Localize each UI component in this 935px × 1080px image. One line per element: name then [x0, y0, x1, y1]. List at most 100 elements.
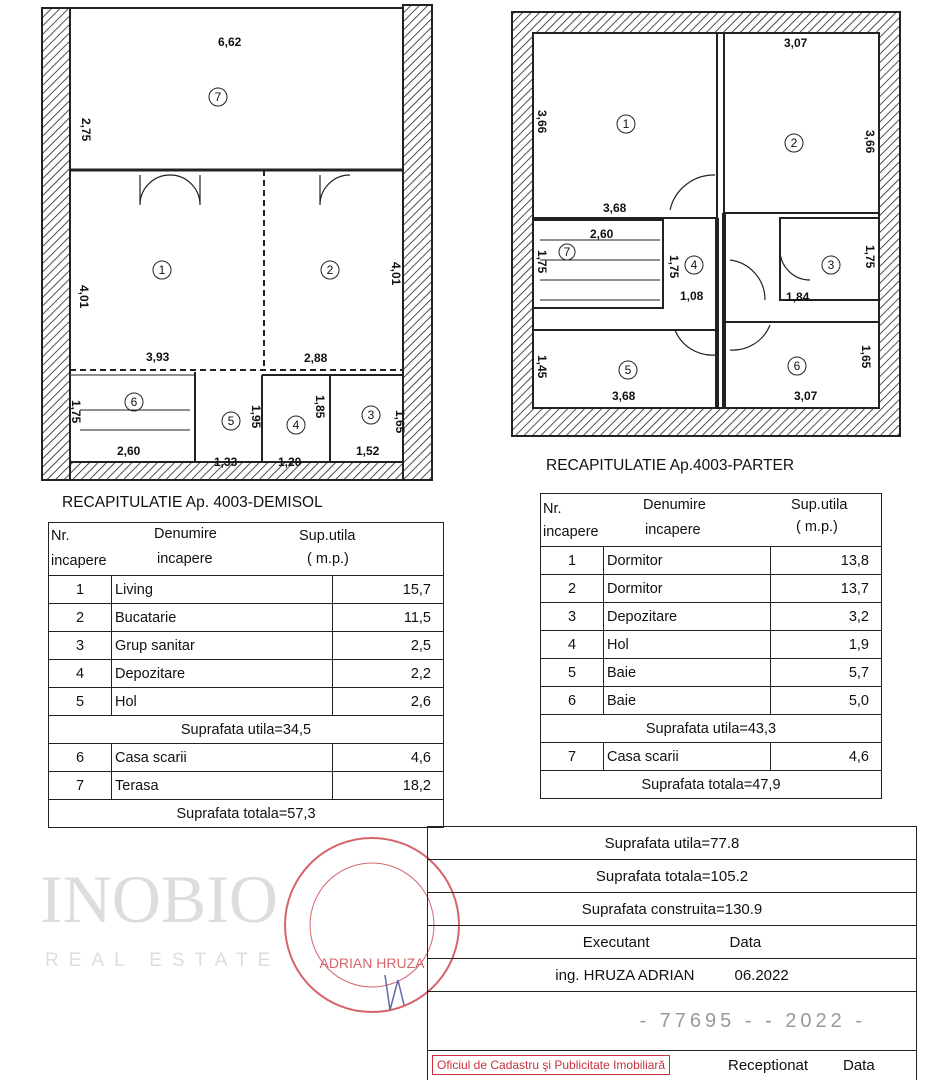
room-number: 1	[159, 263, 166, 277]
dim-label: 1,95	[249, 405, 263, 429]
room-area: 2,6	[332, 687, 444, 716]
room-nr: 4	[48, 659, 112, 688]
wall-left	[41, 7, 71, 481]
total: Suprafata totala=57,3	[48, 799, 444, 828]
dim-label: 1,75	[69, 400, 83, 424]
header-area: ( m.p.)	[796, 519, 838, 535]
header-name: Denumire	[154, 526, 217, 542]
receptionat-date-label: Data	[843, 1057, 875, 1074]
room-nr: 5	[48, 687, 112, 716]
room-nr: 3	[540, 602, 604, 631]
room-number: 5	[228, 414, 235, 428]
room-nr: 6	[540, 686, 604, 715]
room-nr: 7	[540, 742, 604, 771]
room-name: Bucatarie	[111, 603, 333, 632]
executant-label: Executant	[582, 933, 650, 951]
room-number: 6	[131, 395, 138, 409]
header-name: Denumire	[643, 497, 706, 513]
dim-label: 1,75	[863, 245, 877, 269]
parter-room-numbers: 1 2 3 4 5 6 7	[558, 114, 841, 380]
header-area: Sup.utila	[299, 528, 356, 544]
room-name: Casa scarii	[111, 743, 333, 772]
subtotal-row: Suprafata utila=34,5	[48, 715, 444, 744]
room-number: 4	[293, 418, 300, 432]
dim-label: 3,07	[794, 389, 818, 403]
room-name: Living	[111, 575, 333, 604]
room-area: 5,7	[770, 658, 882, 687]
room-nr: 6	[48, 743, 112, 772]
header-nr: Nr.	[51, 528, 70, 544]
dim-label: 1,08	[680, 289, 704, 303]
room-area: 1,9	[770, 630, 882, 659]
dim-label: 1,75	[667, 255, 681, 279]
room-number: 1	[623, 117, 630, 131]
total: Suprafata totala=47,9	[540, 770, 882, 799]
wall-right	[402, 4, 433, 481]
subtotal: Suprafata utila=34,5	[48, 715, 444, 744]
room-number: 7	[564, 245, 571, 259]
room-name: Casa scarii	[603, 742, 771, 771]
executant-date: 06.2022	[734, 966, 789, 984]
total-row: Suprafata totala=57,3	[48, 799, 444, 828]
room-nr: 2	[48, 603, 112, 632]
demisol-dimensions: 6,62 2,75 4,01 4,01 3,93 2,88 1,75 2,60 …	[69, 35, 407, 469]
dim-label: 1,45	[535, 355, 549, 379]
room-nr: 2	[540, 574, 604, 603]
room-area: 2,2	[332, 659, 444, 688]
dim-label: 1,65	[393, 410, 407, 434]
dim-label: 2,60	[590, 227, 614, 241]
parter-dimensions: 3,07 3,66 3,66 3,68 2,60 1,75 1,75 1,08 …	[535, 36, 877, 403]
dim-label: 2,75	[79, 118, 93, 142]
room-nr: 4	[540, 630, 604, 659]
data-label: Data	[729, 933, 762, 951]
parter-table: Nr. incapere Denumire incapere Sup.utila…	[540, 493, 882, 799]
room-number: 4	[691, 258, 698, 272]
room-name: Hol	[111, 687, 333, 716]
dim-label: 3,93	[146, 350, 170, 364]
room-nr: 5	[540, 658, 604, 687]
room-number: 7	[215, 90, 222, 104]
room-area: 5,0	[770, 686, 882, 715]
room-area: 4,6	[332, 743, 444, 772]
summary-table: Suprafata utila=77.8 Suprafata totala=10…	[427, 826, 917, 1080]
parter-title: RECAPITULATIE Ap.4003-PARTER	[546, 457, 795, 474]
room-number: 2	[327, 263, 334, 277]
demisol-room-numbers: 1 2 3 4 5 6 7	[124, 87, 381, 435]
dim-label: 4,01	[389, 262, 403, 286]
header-name: incapere	[645, 522, 701, 538]
subtotal: Suprafata utila=43,3	[540, 714, 882, 743]
dim-label: 3,66	[863, 130, 877, 154]
room-name: Dormitor	[603, 546, 771, 575]
ocpi-stamp: Oficiul de Cadastru şi Publicitate Imobi…	[432, 1055, 671, 1075]
room-area: 11,5	[332, 603, 444, 632]
room-number: 5	[625, 363, 632, 377]
room-area: 13,8	[770, 546, 882, 575]
demisol-table: Nr. incapere Denumire incapere Sup.utila…	[48, 522, 444, 828]
watermark-logo: INOBIO	[40, 861, 278, 937]
room-name: Baie	[603, 658, 771, 687]
header-nr: Nr.	[543, 501, 562, 517]
receptionat-row: Oficiul de Cadastru şi Publicitate Imobi…	[427, 1050, 917, 1080]
dim-label: 3,68	[612, 389, 636, 403]
room-name: Grup sanitar	[111, 631, 333, 660]
dim-label: 1,20	[278, 455, 302, 469]
dim-label: 3,07	[784, 36, 808, 50]
room-name: Terasa	[111, 771, 333, 800]
room-area: 18,2	[332, 771, 444, 800]
room-area: 13,7	[770, 574, 882, 603]
dim-label: 1,52	[356, 444, 380, 458]
total-row: Suprafata totala=47,9	[540, 770, 882, 799]
